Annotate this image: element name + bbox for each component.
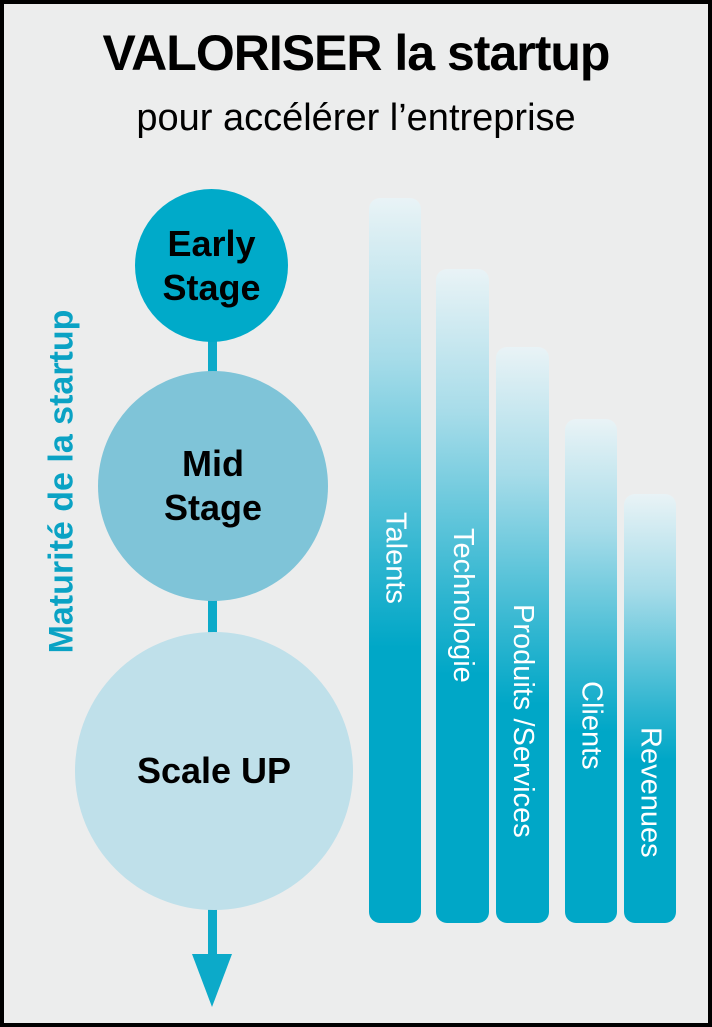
stage-circle-mid: Mid Stage xyxy=(98,371,328,601)
maturity-axis: Maturité de la startup xyxy=(40,287,84,675)
bar-label: Revenues xyxy=(634,727,667,858)
bar-label: Technologie xyxy=(447,528,479,683)
page-title: VALORISER la startup xyxy=(102,25,611,81)
down-arrow-icon xyxy=(192,954,232,1007)
bar-label: Produits /Services xyxy=(507,604,539,838)
value-bar-revenues: Revenues xyxy=(624,494,676,923)
value-bar-talents: Talents xyxy=(369,198,421,923)
value-bar-produits-services: Produits /Services xyxy=(496,347,549,923)
bar-label: Talents xyxy=(379,512,412,604)
stage-label-line: Stage xyxy=(163,487,263,528)
bar-label: Clients xyxy=(575,681,608,770)
stage-label-line: Stage xyxy=(162,266,261,308)
stage-label-line: Mid xyxy=(182,443,244,485)
stage-circle-scale-up: Scale UP xyxy=(75,632,353,910)
stage-connector-line xyxy=(208,304,217,956)
stage-label-line: Early xyxy=(167,222,256,264)
page-subtitle: pour accélérer l’entreprise xyxy=(136,97,576,139)
stage-label-line: Scale UP xyxy=(136,750,292,792)
value-bar-clients: Clients xyxy=(565,419,617,923)
value-bar-technologie: Technologie xyxy=(436,269,489,923)
maturity-axis-label: Maturité de la startup xyxy=(42,309,81,653)
stage-circle-early: Early Stage xyxy=(135,189,288,342)
